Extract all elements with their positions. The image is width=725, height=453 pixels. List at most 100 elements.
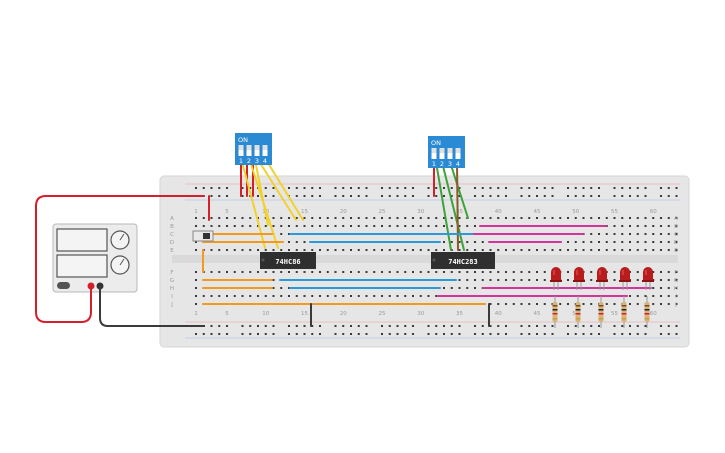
dip-pin-3: 3 [448, 160, 452, 168]
row-letter: J [170, 302, 173, 308]
row-letter: D [674, 240, 678, 246]
row-letter: E [170, 248, 174, 254]
column-number-bottom: 40 [495, 311, 502, 317]
dip-pin-3: 3 [255, 157, 259, 165]
resistor[interactable] [598, 296, 604, 328]
column-number-top: 25 [379, 209, 386, 215]
resistor-array [552, 296, 650, 328]
row-letter: C [674, 232, 678, 238]
dip-toggle[interactable] [238, 145, 244, 156]
column-number-top: 1 [194, 209, 198, 215]
column-number-bottom: 15 [301, 311, 308, 317]
dip-toggle[interactable] [254, 145, 260, 156]
yellow-wire[interactable] [256, 157, 297, 221]
led[interactable] [596, 267, 608, 290]
resistor[interactable] [552, 296, 558, 328]
dip-pin-4: 4 [456, 160, 460, 168]
column-number-top: 20 [340, 209, 347, 215]
green-wire[interactable] [441, 161, 465, 251]
brown-wire[interactable] [456, 161, 459, 251]
display-upper [56, 228, 108, 252]
dip-toggle[interactable] [447, 148, 453, 159]
column-number-bottom: 5 [225, 311, 229, 317]
dip-toggles [431, 148, 461, 159]
column-number-bottom: 55 [611, 311, 618, 317]
led[interactable] [573, 267, 585, 290]
row-letter: C [170, 232, 174, 238]
display-lower [56, 254, 108, 278]
column-number-top: 5 [225, 209, 229, 215]
dip-pin-1: 1 [239, 157, 243, 165]
row-letter: A [170, 216, 174, 222]
row-letter: G [674, 278, 678, 284]
chip-label: 74HC86 [275, 258, 300, 266]
dip-pin-2: 2 [440, 160, 444, 168]
row-letter: G [170, 278, 174, 284]
dip-toggle[interactable] [439, 148, 445, 159]
column-number-top: 40 [495, 209, 502, 215]
row-letter: F [674, 270, 677, 276]
green-wire[interactable] [435, 161, 452, 251]
column-number-top: 45 [534, 209, 541, 215]
row-letter: B [674, 224, 678, 230]
resistor[interactable] [575, 296, 581, 328]
row-letter: H [170, 286, 174, 292]
column-number-bottom: 10 [262, 311, 269, 317]
row-letter: E [674, 248, 678, 254]
resistor[interactable] [621, 296, 627, 328]
row-letter: J [674, 302, 677, 308]
row-letter: I [171, 294, 173, 300]
column-number-top: 50 [572, 209, 579, 215]
column-number-top: 35 [456, 209, 463, 215]
dip-switch-2[interactable]: ON 1 2 3 4 [428, 136, 465, 168]
dip-toggle[interactable] [246, 145, 252, 156]
chip-74hc283[interactable]: 74HC283 [431, 252, 495, 269]
positive-lead-wire[interactable] [35, 195, 204, 323]
chip-74hc86[interactable]: 74HC86 [260, 252, 316, 269]
dip-toggle[interactable] [262, 145, 268, 156]
dip-pin-1: 1 [432, 160, 436, 168]
led-array [550, 267, 654, 290]
column-number-bottom: 45 [534, 311, 541, 317]
led[interactable] [642, 267, 654, 290]
resistor[interactable] [644, 296, 650, 328]
slide-switch[interactable] [192, 230, 214, 242]
dip-pin-2: 2 [247, 157, 251, 165]
column-number-bottom: 30 [417, 311, 424, 317]
row-letter: D [170, 240, 174, 246]
dip-pin-4: 4 [263, 157, 267, 165]
row-letter: F [170, 270, 173, 276]
negative-lead-wire[interactable] [99, 286, 205, 327]
column-number-top: 60 [650, 209, 657, 215]
power-supply[interactable] [52, 223, 138, 293]
led[interactable] [619, 267, 631, 290]
dip-toggle[interactable] [431, 148, 437, 159]
wires [202, 157, 652, 327]
yellow-wire[interactable] [264, 157, 304, 221]
column-number-top: 15 [301, 209, 308, 215]
column-number-bottom: 20 [340, 311, 347, 317]
dip-toggle[interactable] [455, 148, 461, 159]
column-number-bottom: 60 [650, 311, 657, 317]
green-wire[interactable] [449, 161, 469, 219]
yellow-wire[interactable] [254, 159, 269, 226]
dip-switch-1[interactable]: ON 1 2 3 4 [235, 133, 272, 165]
row-letter: B [170, 224, 174, 230]
column-number-top: 55 [611, 209, 618, 215]
row-letter: I [675, 294, 677, 300]
led[interactable] [550, 267, 562, 290]
column-number-bottom: 1 [194, 311, 198, 317]
column-number-bottom: 25 [379, 311, 386, 317]
column-number-top: 30 [417, 209, 424, 215]
power-switch[interactable] [57, 282, 70, 289]
chip-label: 74HC283 [448, 258, 478, 266]
column-number-bottom: 35 [456, 311, 463, 317]
dip-on-label: ON [431, 139, 441, 147]
row-letter: H [674, 286, 678, 292]
breadboard-channel [172, 255, 678, 263]
column-numbers: 1155101015152020252530303535404045455050… [194, 209, 657, 317]
row-letter: A [674, 216, 678, 222]
dip-on-label: ON [238, 136, 248, 144]
